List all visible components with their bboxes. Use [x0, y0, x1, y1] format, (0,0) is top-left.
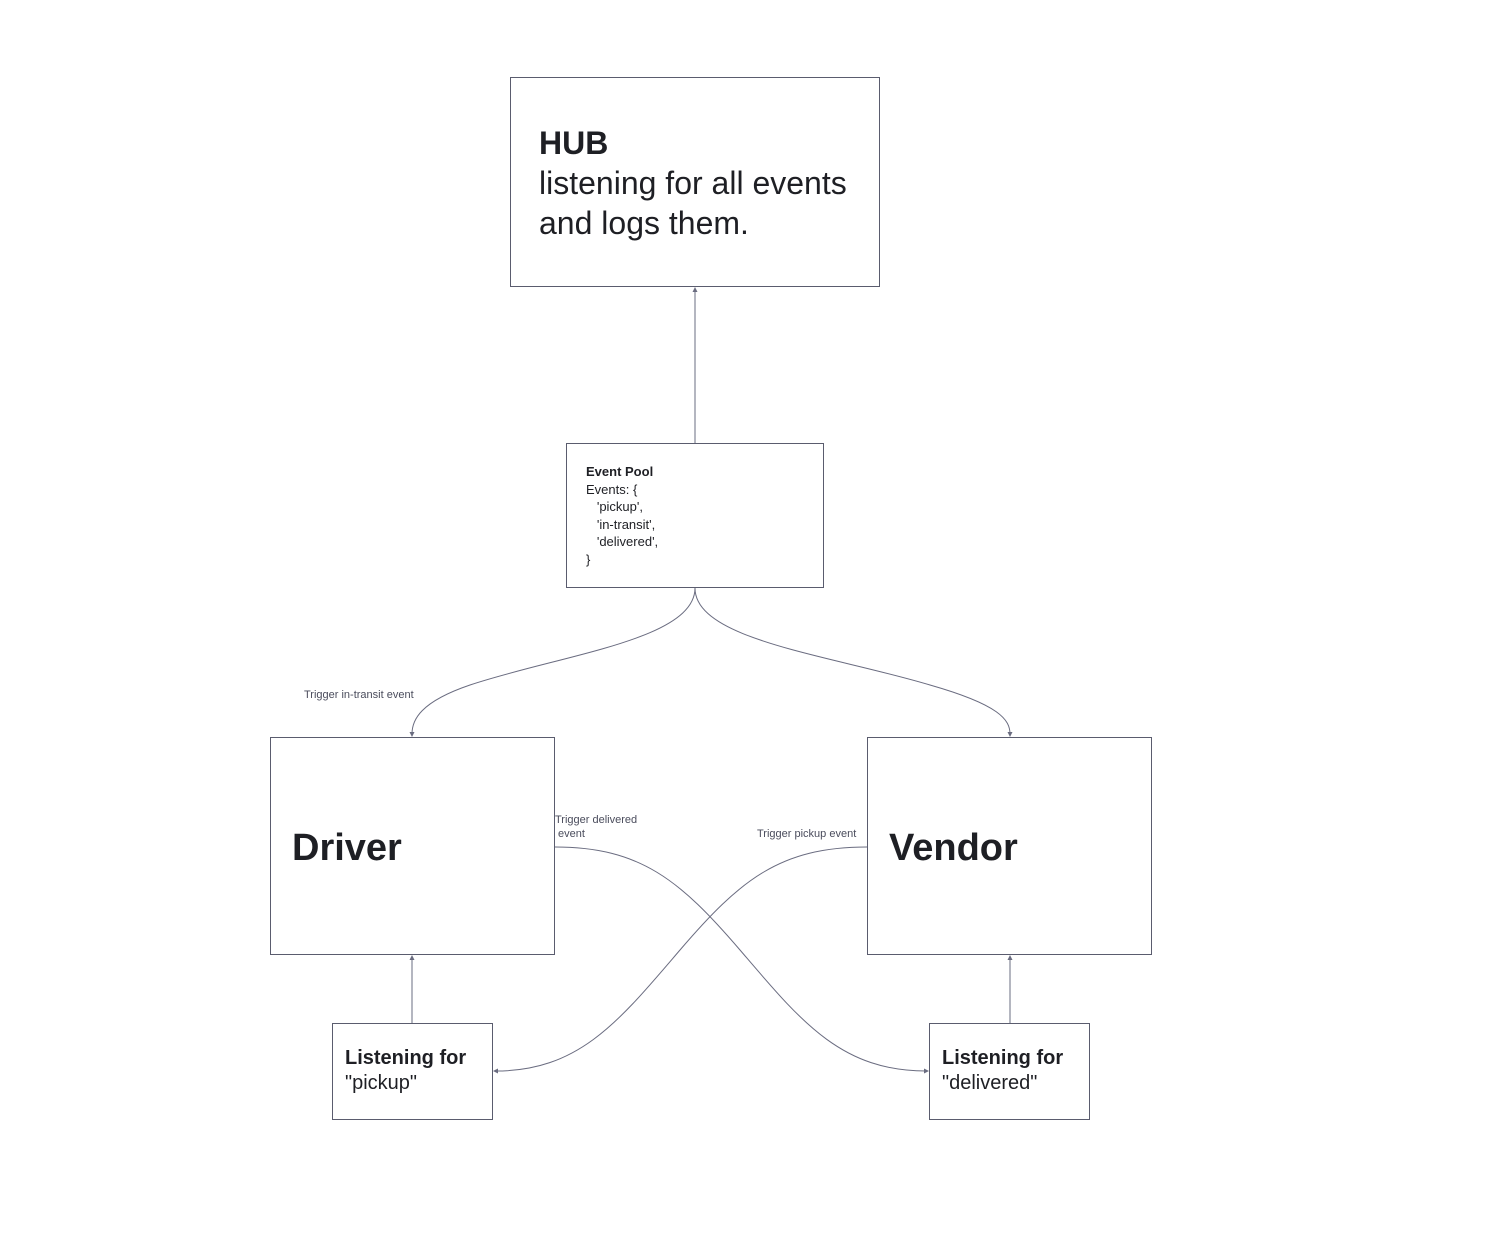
edge-label-in-transit: Trigger in-transit event: [304, 689, 414, 701]
arrowhead-driver-bottom: [409, 955, 415, 960]
event-pool-title: Event Pool: [586, 464, 654, 479]
hub-description: listening for all events and logs them.: [539, 165, 847, 241]
event-pool-node: Event Pool Events: { 'pickup', 'in-trans…: [566, 443, 824, 588]
driver-node: Driver: [270, 737, 555, 955]
arrowhead-listen-delivered: [924, 1068, 929, 1074]
edge-label-delivered: Trigger delivered event: [555, 814, 638, 840]
vendor-title: Vendor: [889, 827, 1018, 869]
arrowhead-listen-pickup: [493, 1068, 498, 1074]
event-pool-events: Events: { 'pickup', 'in-transit', 'deliv…: [586, 481, 659, 567]
edge-pool-to-driver: [411, 587, 696, 735]
listen-delivered-node: Listening for "delivered": [929, 1023, 1090, 1120]
driver-title: Driver: [292, 827, 402, 869]
edge-vendor-to-listen-pickup: [495, 846, 868, 1072]
hub-title: HUB: [539, 125, 609, 161]
listen-delivered-title: Listening for: [942, 1047, 1064, 1069]
listen-pickup-node: Listening for "pickup": [332, 1023, 493, 1120]
listen-pickup-title: Listening for: [345, 1047, 467, 1069]
edge-label-pickup: Trigger pickup event: [757, 828, 857, 840]
listen-delivered-event: "delivered": [942, 1072, 1038, 1094]
edge-pool-to-vendor: [694, 587, 1011, 735]
listen-pickup-event: "pickup": [345, 1072, 418, 1094]
arrowhead-hub: [692, 287, 698, 292]
edge-driver-to-listen-delivered: [554, 846, 927, 1072]
arrowhead-driver: [409, 732, 415, 737]
arrowhead-vendor-bottom: [1007, 955, 1013, 960]
arrowhead-vendor: [1007, 732, 1013, 737]
hub-node: HUB listening for all events and logs th…: [510, 77, 880, 287]
vendor-node: Vendor: [867, 737, 1152, 955]
